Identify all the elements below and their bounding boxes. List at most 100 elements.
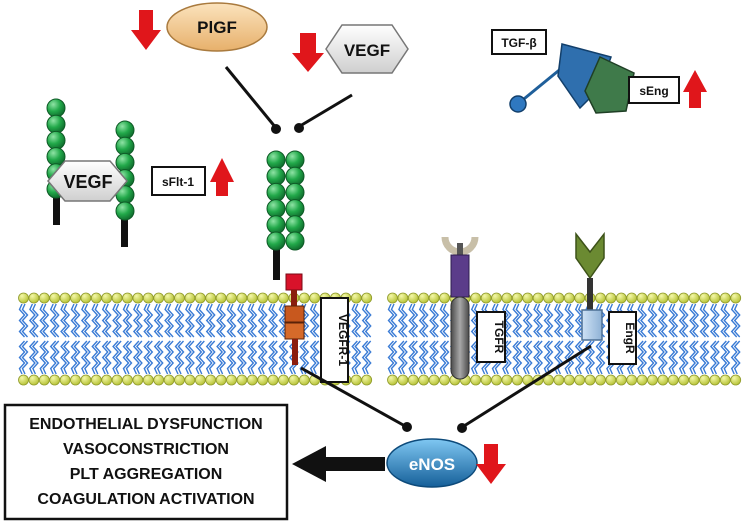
tgfr-extracellular <box>450 254 470 298</box>
lipid-tail <box>543 340 551 375</box>
vegfr1-domain <box>266 182 286 202</box>
lipid-tail <box>52 340 60 375</box>
lipid-tail <box>442 303 450 338</box>
lipid-head <box>309 292 321 304</box>
lipid-head <box>194 292 206 304</box>
lipid-head <box>491 374 502 386</box>
lipid-tail <box>60 340 68 375</box>
lipid-head <box>80 292 92 304</box>
lipid-tail <box>390 303 398 338</box>
lipid-tail <box>135 340 143 375</box>
lipid-tail <box>101 340 109 375</box>
lipid-tail <box>260 340 268 375</box>
lipid-tail <box>432 340 440 375</box>
lipid-head <box>709 374 721 386</box>
lipid-tail <box>91 303 99 338</box>
lipid-head <box>246 374 258 386</box>
sflt1-domain <box>46 98 66 118</box>
lipid-tail <box>247 340 255 375</box>
lipid-head <box>605 292 617 304</box>
lipid-tail <box>219 340 227 375</box>
lipid-tail <box>730 340 738 375</box>
lipid-head <box>101 374 113 386</box>
lipid-tail <box>577 340 585 375</box>
lipid-head <box>163 292 175 304</box>
lipid-tail <box>63 303 71 338</box>
lipid-tail <box>271 303 279 338</box>
lipid-head <box>298 292 310 304</box>
vegfr1-tm-lower <box>284 322 305 340</box>
lipid-tail <box>239 303 247 338</box>
pigf-connector <box>224 66 278 129</box>
lipid-head <box>688 374 700 386</box>
lipid-tail <box>122 340 130 375</box>
lipid-tail <box>473 340 481 375</box>
tgfr-neck <box>457 243 463 255</box>
lipid-tail <box>80 340 88 375</box>
lipid-tail <box>605 303 613 338</box>
vegf-hexagon <box>325 24 409 74</box>
lipid-tail <box>512 340 520 375</box>
lipid-tail <box>143 340 151 375</box>
vegfr1-domain <box>285 182 305 202</box>
lipid-tail <box>153 340 161 375</box>
lipid-tail <box>52 303 60 338</box>
pigf-label: PlGF <box>197 18 237 37</box>
lipid-head <box>615 292 627 304</box>
lipid-tail <box>574 340 582 375</box>
tgfr-receptor <box>441 236 479 380</box>
lipid-tail <box>681 303 689 338</box>
lipid-head <box>257 374 269 386</box>
lipid-head <box>470 374 482 386</box>
vegf-connector-end <box>294 123 304 133</box>
lipid-tail <box>473 303 481 338</box>
lipid-head <box>522 292 534 304</box>
sflt1-domain <box>115 120 135 140</box>
vegfr1-to-enos-end <box>402 422 412 432</box>
lipid-head <box>361 374 373 386</box>
lipid-head <box>153 374 165 386</box>
lipid-tail <box>418 340 426 375</box>
lipid-tail <box>585 340 593 375</box>
lipid-tail <box>312 340 320 375</box>
lipid-tail <box>229 340 237 375</box>
lipid-tail <box>70 303 78 338</box>
vegfr1-domain <box>285 150 305 170</box>
lipid-tail <box>31 303 39 338</box>
vegfr1-domain <box>266 150 286 170</box>
lipid-tail <box>564 340 572 375</box>
lipid-head <box>709 292 721 304</box>
lipid-tail <box>387 340 395 375</box>
lipid-tail <box>73 303 81 338</box>
lipid-head <box>28 292 40 304</box>
lipid-tail <box>174 340 182 375</box>
lipid-head <box>236 292 248 304</box>
lipid-tail <box>268 303 276 338</box>
lipid-tail <box>657 340 665 375</box>
lipid-head <box>361 292 373 304</box>
lipid-tail <box>351 340 359 375</box>
lipid-tail <box>250 303 258 338</box>
lipid-tail <box>364 340 372 375</box>
lipid-head <box>226 292 237 304</box>
lipid-head <box>636 292 648 304</box>
lipid-tail <box>709 340 717 375</box>
lipid-head <box>59 374 71 386</box>
lipid-tail <box>28 303 36 338</box>
tgf-beta-label-box <box>491 29 547 55</box>
lipid-tail <box>640 340 648 375</box>
lipid-tail <box>421 303 429 338</box>
lipid-head <box>584 374 596 386</box>
lipid-head <box>111 374 123 386</box>
sflt1-domain <box>46 147 66 167</box>
vegfr1-domain <box>285 166 305 186</box>
lipid-head <box>236 374 248 386</box>
lipid-tail <box>390 340 398 375</box>
lipid-tail <box>91 340 99 375</box>
lipid-tail <box>125 303 133 338</box>
lipid-tail <box>564 303 572 338</box>
lipid-head <box>70 374 81 386</box>
outcome-plt-aggregation: PLT AGGREGATION <box>70 466 223 483</box>
lipid-head <box>18 292 29 304</box>
lipid-head <box>719 374 731 386</box>
